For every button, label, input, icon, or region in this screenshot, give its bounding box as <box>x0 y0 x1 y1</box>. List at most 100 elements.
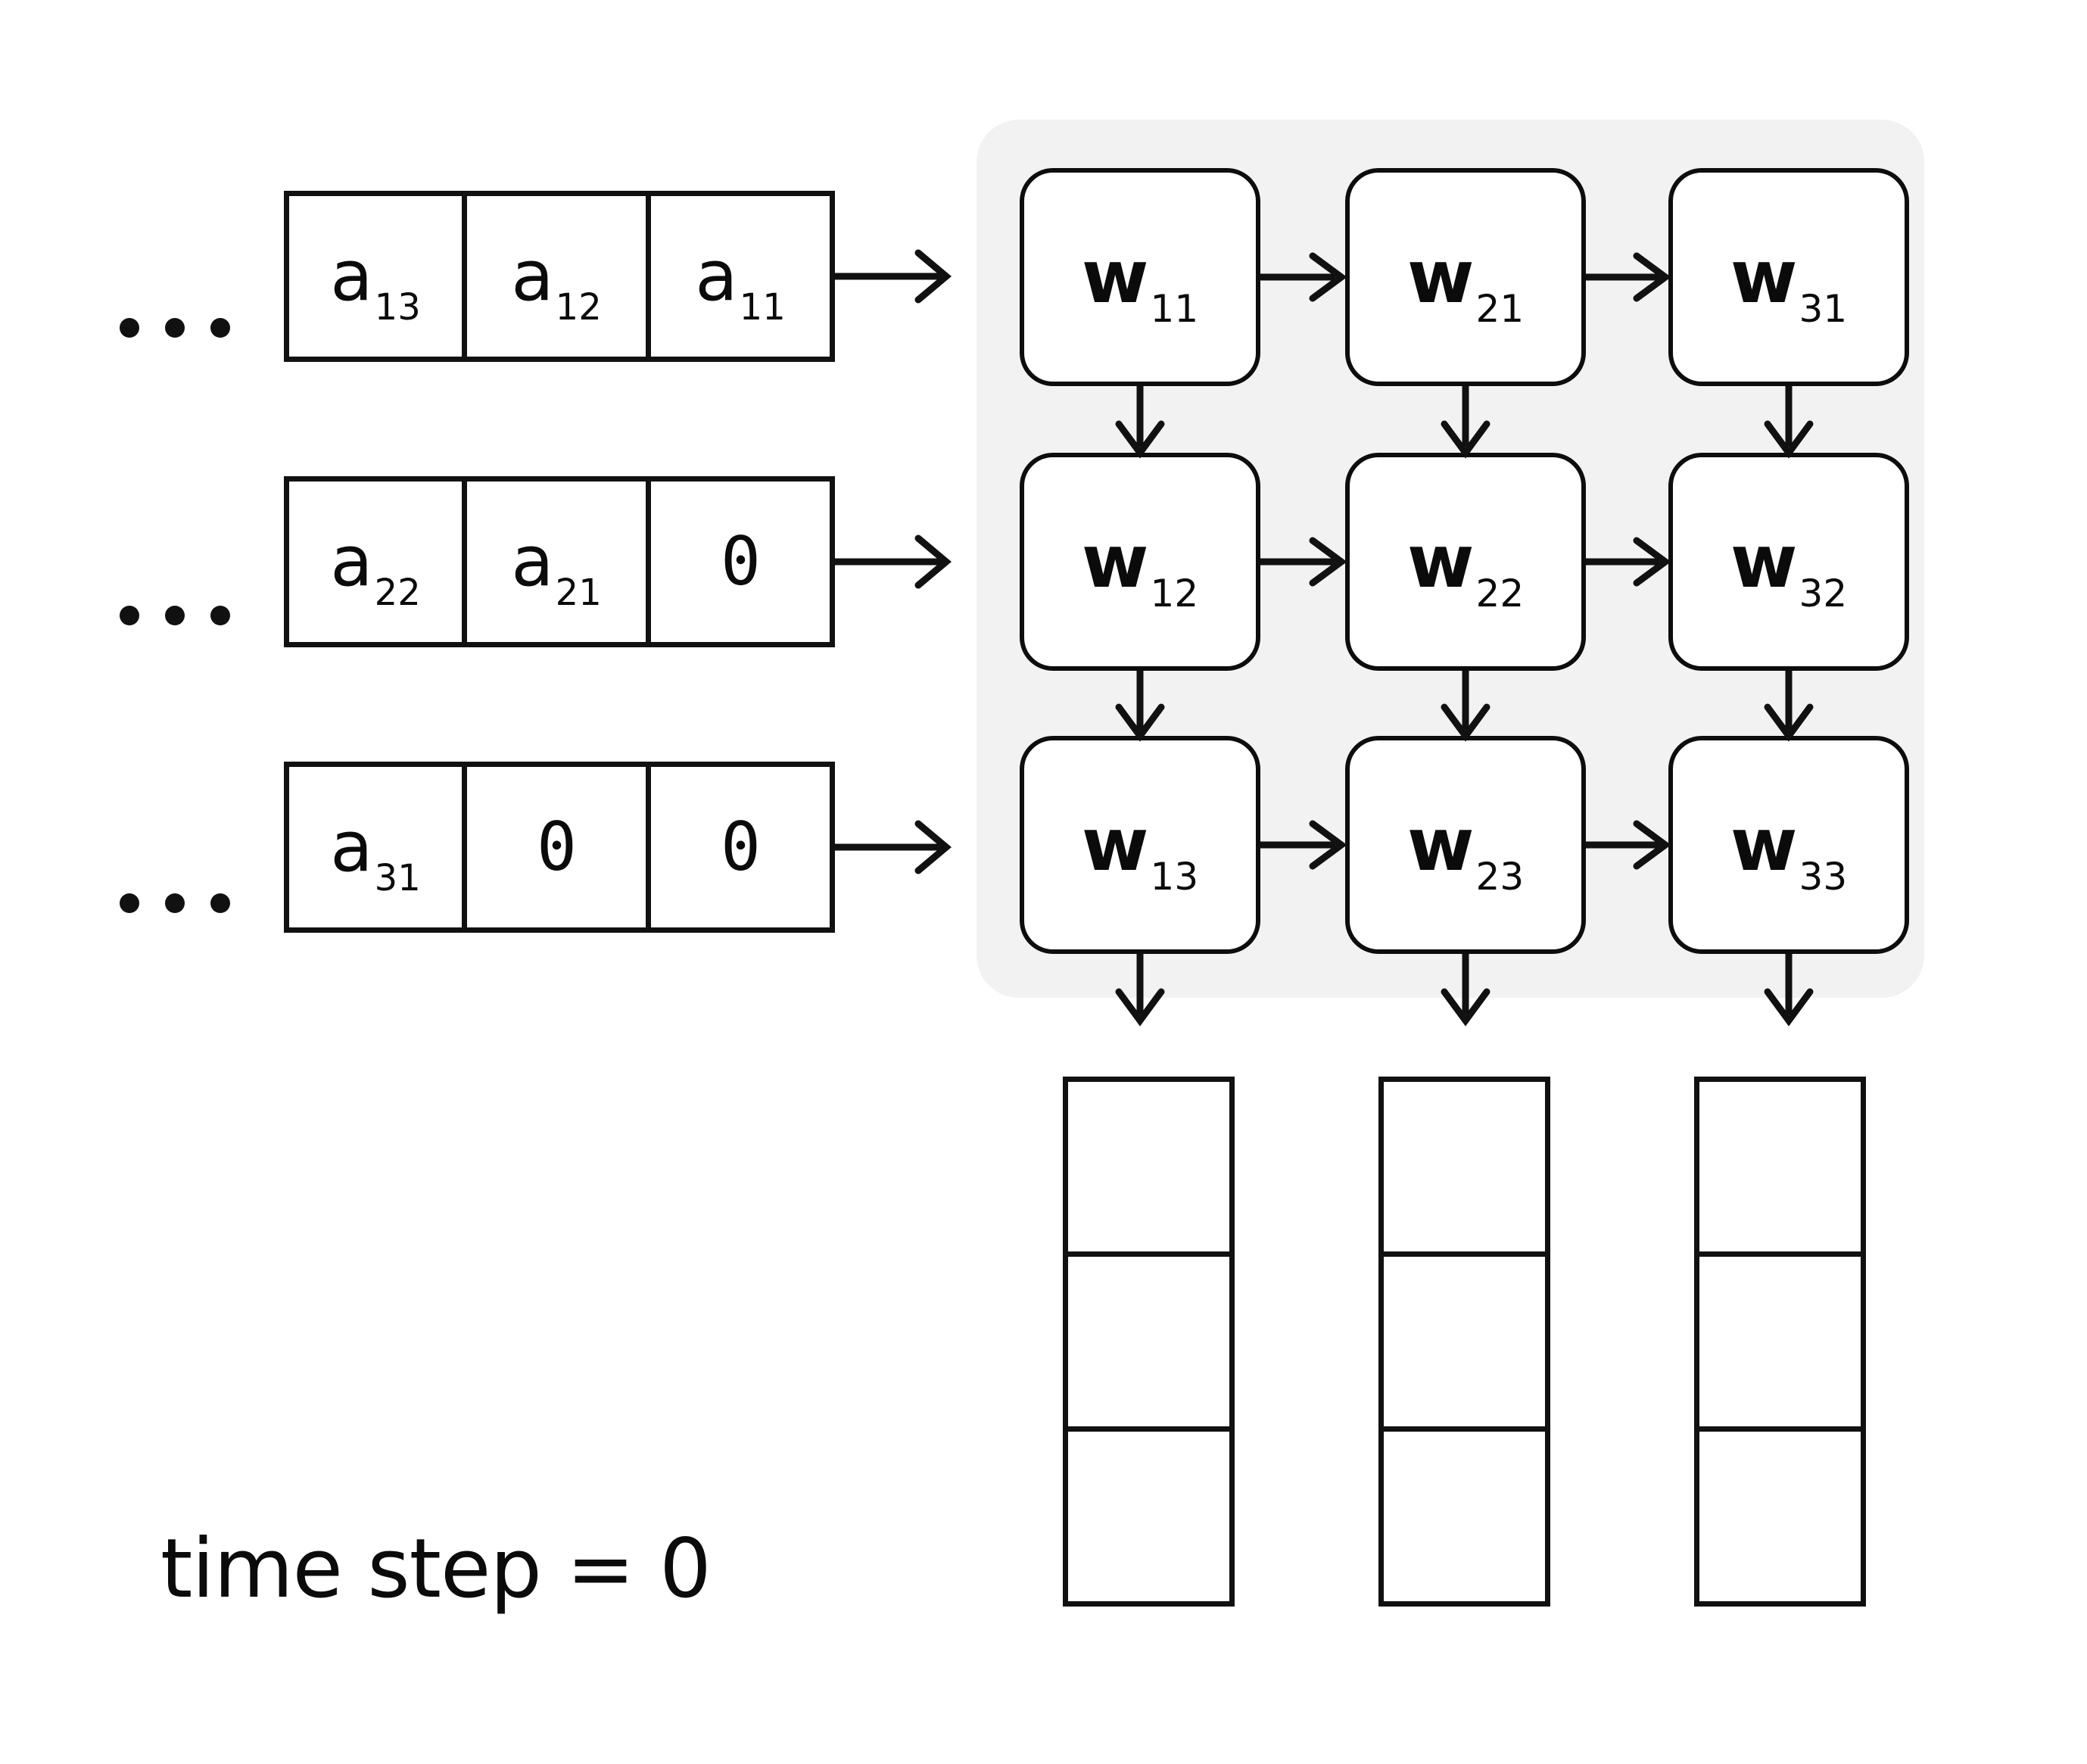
output-column-1 <box>1063 1077 1235 1607</box>
feed-arrow-row-2 <box>835 534 952 589</box>
input-cell: 0 <box>646 767 830 927</box>
output-cell <box>1068 1251 1229 1426</box>
symbol-base: 0 <box>721 522 761 600</box>
ellipsis-dot <box>210 606 230 625</box>
symbol-base: w <box>1730 235 1798 319</box>
symbol-base: w <box>1081 803 1149 887</box>
input-row-3-ellipsis <box>120 893 230 913</box>
input-cell-label: 0 <box>721 808 761 886</box>
symbol-base: w <box>1406 235 1475 319</box>
time-step-caption: time step = 0 <box>160 1522 712 1616</box>
output-cell <box>1068 1426 1229 1601</box>
symbol-base: w <box>1406 803 1475 887</box>
symbol-base: 0 <box>721 808 761 886</box>
symbol-subscript: 21 <box>1475 287 1525 331</box>
symbol-base: w <box>1730 519 1798 604</box>
symbol-subscript: 22 <box>1475 572 1525 616</box>
input-row-2-ellipsis <box>120 606 230 625</box>
symbol-subscript: 23 <box>1475 855 1525 899</box>
ellipsis-dot <box>165 606 185 625</box>
ellipsis-dot <box>120 318 139 338</box>
ellipsis-dot <box>210 893 230 913</box>
input-cell-label: 0 <box>537 808 577 886</box>
symbol-subscript: 12 <box>1150 572 1199 616</box>
output-cell <box>1699 1426 1861 1601</box>
symbol-subscript: 31 <box>374 857 421 899</box>
output-cell <box>1699 1082 1861 1251</box>
input-cell: 0 <box>462 767 646 927</box>
symbol-base: w <box>1081 235 1149 319</box>
symbol-subscript: 13 <box>1150 855 1199 899</box>
output-cell <box>1384 1426 1545 1601</box>
symbol-base: a <box>330 521 372 602</box>
feed-arrow-row-3 <box>835 820 952 874</box>
symbol-base: w <box>1081 519 1149 604</box>
output-column-2 <box>1378 1077 1550 1607</box>
symbol-base: w <box>1730 803 1798 887</box>
output-cell <box>1699 1251 1861 1426</box>
symbol-subscript: 13 <box>374 286 421 329</box>
symbol-subscript: 21 <box>555 572 602 614</box>
symbol-subscript: 33 <box>1799 855 1848 899</box>
ellipsis-dot <box>120 606 139 625</box>
output-cell <box>1384 1082 1545 1251</box>
input-cell: 0 <box>646 482 830 642</box>
ellipsis-dot <box>165 318 185 338</box>
symbol-subscript: 12 <box>555 286 602 329</box>
symbol-base: w <box>1406 519 1475 604</box>
input-cell-label: 0 <box>721 522 761 600</box>
symbol-subscript: 32 <box>1799 572 1848 616</box>
symbol-subscript: 11 <box>1150 287 1199 331</box>
symbol-base: a <box>330 806 372 887</box>
symbol-subscript: 11 <box>739 286 786 329</box>
symbol-base: a <box>511 521 553 602</box>
output-cell <box>1384 1251 1545 1426</box>
ellipsis-dot <box>210 318 230 338</box>
ellipsis-dot <box>165 893 185 913</box>
symbol-subscript: 22 <box>374 572 421 614</box>
ellipsis-dot <box>120 893 139 913</box>
output-cell <box>1068 1082 1229 1251</box>
symbol-base: a <box>511 235 553 316</box>
input-row-1-ellipsis <box>120 318 230 338</box>
symbol-base: a <box>330 235 372 316</box>
output-column-3 <box>1694 1077 1866 1607</box>
symbol-base: 0 <box>537 808 577 886</box>
feed-arrow-row-1 <box>835 249 952 304</box>
symbol-base: a <box>695 235 737 316</box>
